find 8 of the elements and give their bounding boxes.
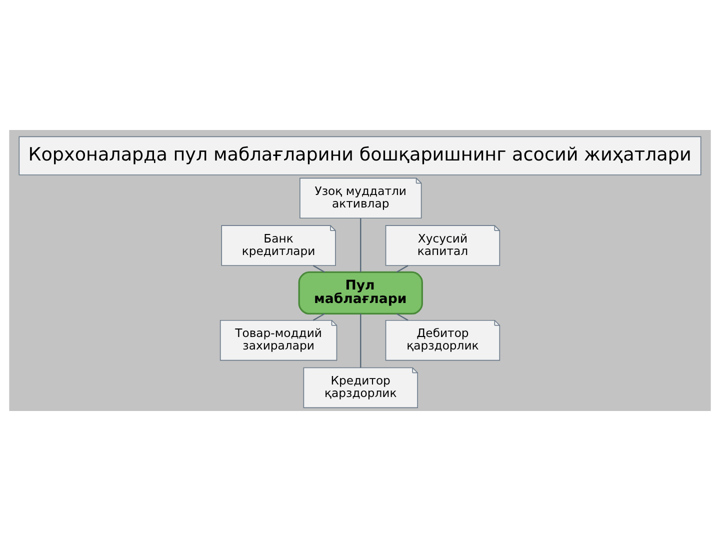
connector — [312, 264, 325, 272]
connector — [312, 312, 325, 320]
connector — [360, 313, 362, 368]
node-box: Пул маблағлари — [298, 270, 423, 314]
connector — [396, 264, 408, 272]
connector — [396, 312, 408, 320]
diagram-title: Корхоналарда пул маблағларини бошқаришнинг асосий жиҳатлари — [28, 144, 692, 165]
connector — [360, 218, 362, 272]
